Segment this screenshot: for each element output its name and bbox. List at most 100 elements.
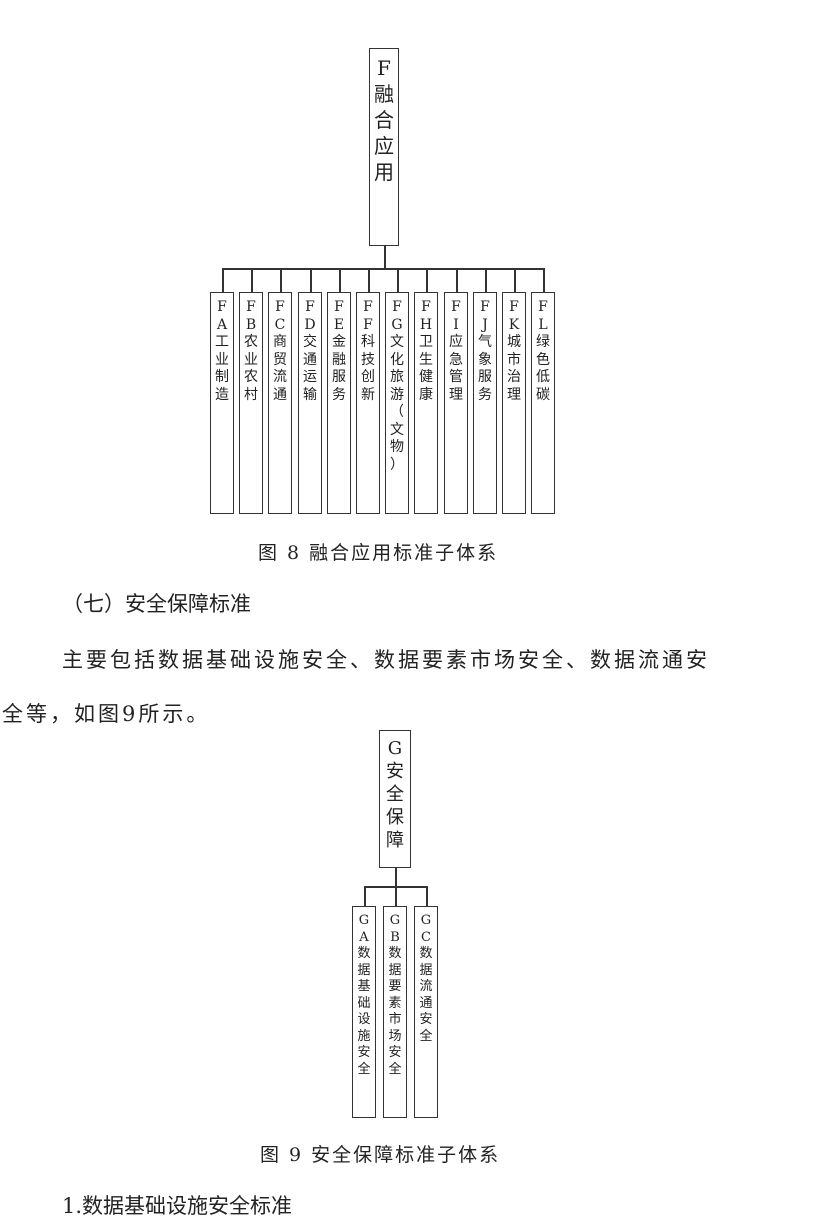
figure-9-child-node-char: G [389, 913, 401, 928]
figure-8-child-node-char: 城 [507, 334, 521, 350]
figure-8-child-node-char: F [363, 299, 373, 315]
section-7-paragraph-line-2: 全等，如图9所示。 [2, 702, 211, 726]
figure-8-child-connector [397, 268, 399, 292]
figure-9-child-connector [395, 886, 397, 906]
figure-9-child-connector [426, 886, 428, 906]
figure-8-child-connector [485, 268, 487, 292]
figure-8-child-node-char: F [538, 299, 548, 315]
figure-9-child-node-char: 素 [388, 995, 402, 1011]
figure-8-child-node-char: 制 [215, 369, 229, 385]
figure-8-child-node-char: （ [390, 404, 404, 420]
figure-9-root-node-char: 保 [386, 807, 404, 829]
figure-8-child-node-char: F [334, 299, 344, 315]
figure-9-child-node-char: 要 [388, 979, 402, 994]
figure-8-child-node-char: 交 [303, 334, 317, 350]
figure-9-caption: 图 9 安全保障标准子体系 [260, 1144, 501, 1166]
figure-8-child-node-char: C [274, 316, 286, 333]
figure-9-child-node-char: G [358, 913, 370, 928]
figure-9-child-node-char: 流 [419, 979, 433, 994]
figure-8-child-node-char: F [421, 299, 431, 315]
figure-9-child-node-char: 数 [388, 946, 402, 961]
figure-9-child-node-char: B [390, 929, 400, 945]
figure-8-child-node-char: F [275, 299, 285, 315]
subsection-1-heading: 1.数据基础设施安全标准 [62, 1194, 293, 1218]
figure-8-child-node-char: F [305, 299, 315, 315]
figure-8-child-node-char: 生 [419, 351, 433, 368]
figure-8-child-node-char: 管 [449, 369, 463, 385]
figure-8-child-node-char: A [216, 316, 228, 333]
figure-8-child-node-char: G [391, 316, 403, 333]
figure-8-root-node-char: 用 [374, 160, 394, 184]
figure-8-child-node-char: 造 [215, 386, 229, 403]
figure-8-child-node-char: 游 [390, 386, 404, 403]
figure-9-child-node-char: 全 [419, 1028, 433, 1044]
figure-8-child-node-char: 服 [478, 369, 492, 385]
figure-8-caption: 图 8 融合应用标准子体系 [258, 542, 499, 564]
figure-8-child-node-char: 技 [361, 351, 375, 368]
figure-8-child-node-char: 理 [507, 386, 521, 403]
figure-9-child-node-char: 场 [388, 1028, 402, 1044]
figure-8-branch-bar [222, 268, 545, 270]
figure-8-child-node-char: F [392, 299, 402, 315]
figure-8-child-node-char: 文 [390, 334, 404, 350]
figure-8-child-connector [222, 268, 224, 292]
figure-8-child-node-char: 村 [244, 386, 258, 403]
figure-8-child-node-char: L [538, 316, 548, 333]
figure-8-child-node-char: 健 [419, 369, 433, 385]
figure-8-child-node-char: E [333, 316, 345, 333]
figure-9-child-node-char: 基 [357, 979, 371, 994]
figure-8-child-connector [368, 268, 370, 292]
figure-9-child-node-char: 数 [357, 946, 371, 961]
figure-8-root-node-char: 合 [374, 108, 394, 132]
figure-8-child-node-char: 化 [390, 351, 404, 368]
figure-8-child-node-char: 碳 [536, 386, 550, 403]
figure-9-child-node-char: 通 [419, 995, 433, 1011]
figure-8-child-connector [426, 268, 428, 292]
figure-8-child-node-char: 象 [478, 351, 492, 368]
figure-8-child-connector [310, 268, 312, 292]
figure-8-child-node-char: 市 [507, 351, 521, 368]
figure-8-child-node-char: 通 [303, 351, 317, 368]
figure-9-child-node-char: 安 [419, 1012, 433, 1027]
figure-9-child-node-char: 础 [357, 995, 371, 1011]
figure-9-child-node-char: C [421, 929, 431, 945]
figure-8-child-node-char: 气 [478, 334, 492, 350]
figure-8-root-connector [384, 246, 386, 268]
figure-8-child-node-char: F [246, 299, 256, 315]
figure-8-child-node-char: 商 [273, 334, 287, 350]
figure-8-child-node-char: 融 [332, 351, 346, 368]
figure-9-child-node-char: 安 [357, 1045, 371, 1060]
figure-9-child-node-char: 市 [388, 1012, 402, 1027]
figure-8-root-node-char: 应 [374, 134, 394, 158]
figure-8-child-node-char: H [419, 316, 433, 333]
figure-9-root-node-char: G [387, 738, 403, 759]
figure-9-root-node-char: 全 [386, 784, 404, 806]
figure-8-child-node-char: 贸 [273, 351, 287, 368]
figure-8-child-node-char: 治 [507, 369, 521, 385]
figure-9-child-node-char: 施 [357, 1028, 371, 1044]
figure-8-child-node-char: 务 [478, 386, 492, 403]
figure-8-child-node-char: 文 [390, 421, 404, 438]
figure-8-child-connector [543, 268, 545, 292]
figure-8-child-node-char: 运 [303, 369, 317, 385]
figure-8-child-node-char: 绿 [536, 334, 550, 350]
figure-9-root-node-char: 障 [386, 830, 404, 852]
figure-8-child-node-char: 金 [332, 334, 346, 350]
figure-9-child-node-char: A [359, 929, 369, 945]
figure-8-child-node-char: 流 [273, 369, 287, 385]
